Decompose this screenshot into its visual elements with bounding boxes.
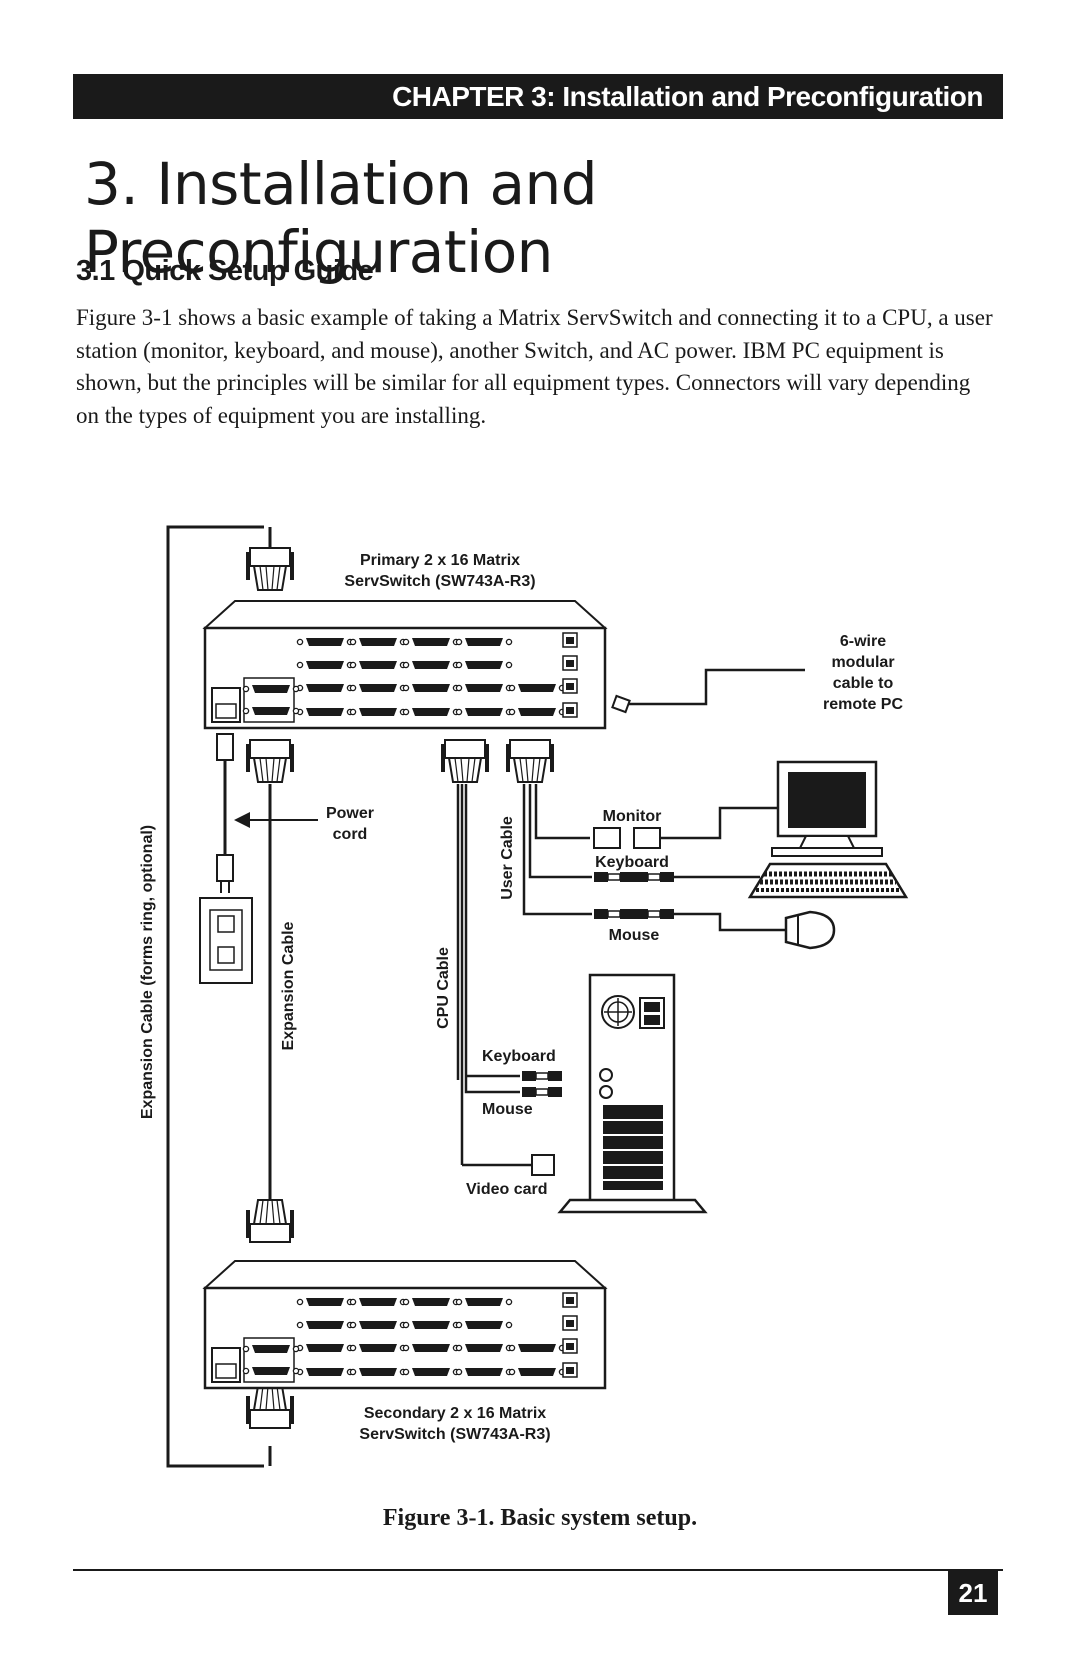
secondary-expansion-connector-bottom xyxy=(245,1385,295,1429)
cpu-cable-label: CPU Cable xyxy=(435,947,452,1029)
user-mouse-label: Mouse xyxy=(609,927,660,944)
primary-switch xyxy=(202,600,608,730)
primary-switch-label-line1: Primary 2 x 16 Matrix xyxy=(360,552,520,569)
section-body-paragraph: Figure 3-1 shows a basic example of taki… xyxy=(76,305,993,428)
user-cable xyxy=(505,739,790,932)
modular-cable-label-line2: modular xyxy=(831,654,894,671)
cpu-keyboard-label: Keyboard xyxy=(482,1048,556,1065)
cpu-cable xyxy=(440,739,563,1176)
user-monitor-label: Monitor xyxy=(603,808,662,825)
figure-caption: Figure 3-1. Basic system setup. xyxy=(382,1505,698,1531)
expansion-cable-line xyxy=(245,739,295,1243)
power-cord-label-line1: Power xyxy=(326,805,374,822)
expansion-cable-label: Expansion Cable xyxy=(280,921,297,1050)
wall-outlet xyxy=(199,897,253,984)
monitor-icon xyxy=(771,760,883,857)
secondary-switch-label-line2: ServSwitch (SW743A-R3) xyxy=(359,1426,550,1443)
expansion-ring-label: Expansion Cable (forms ring, optional) xyxy=(139,825,156,1119)
user-cable-label: User Cable xyxy=(499,816,516,900)
modular-cable xyxy=(618,668,805,706)
page-number: 21 xyxy=(948,1571,998,1615)
mouse-icon xyxy=(784,910,836,950)
page-title: 3. Installation and Preconfiguration xyxy=(84,150,598,286)
chapter-banner: CHAPTER 3: Installation and Preconfigura… xyxy=(73,74,1003,119)
power-cord-label-line2: cord xyxy=(333,826,368,843)
primary-switch-label-line2: ServSwitch (SW743A-R3) xyxy=(344,573,535,590)
video-card-label: Video card xyxy=(466,1181,548,1198)
section-title: 3.1 Quick Setup Guide xyxy=(76,255,374,287)
modular-cable-label-line3: cable to xyxy=(833,675,894,692)
cpu-tower-icon xyxy=(557,973,708,1214)
expansion-ring-cable xyxy=(166,525,264,1468)
cpu-mouse-label: Mouse xyxy=(482,1101,533,1118)
modular-cable-label-line1: 6-wire xyxy=(840,633,886,650)
secondary-switch-label-line1: Secondary 2 x 16 Matrix xyxy=(364,1405,546,1422)
secondary-switch xyxy=(202,1260,608,1390)
modular-cable-label-line4: remote PC xyxy=(823,696,903,713)
footer-rule xyxy=(73,1569,1003,1571)
primary-expansion-connector-top xyxy=(245,547,295,591)
keyboard-icon xyxy=(747,862,909,899)
power-cord xyxy=(216,733,318,893)
user-keyboard-label: Keyboard xyxy=(595,854,669,871)
